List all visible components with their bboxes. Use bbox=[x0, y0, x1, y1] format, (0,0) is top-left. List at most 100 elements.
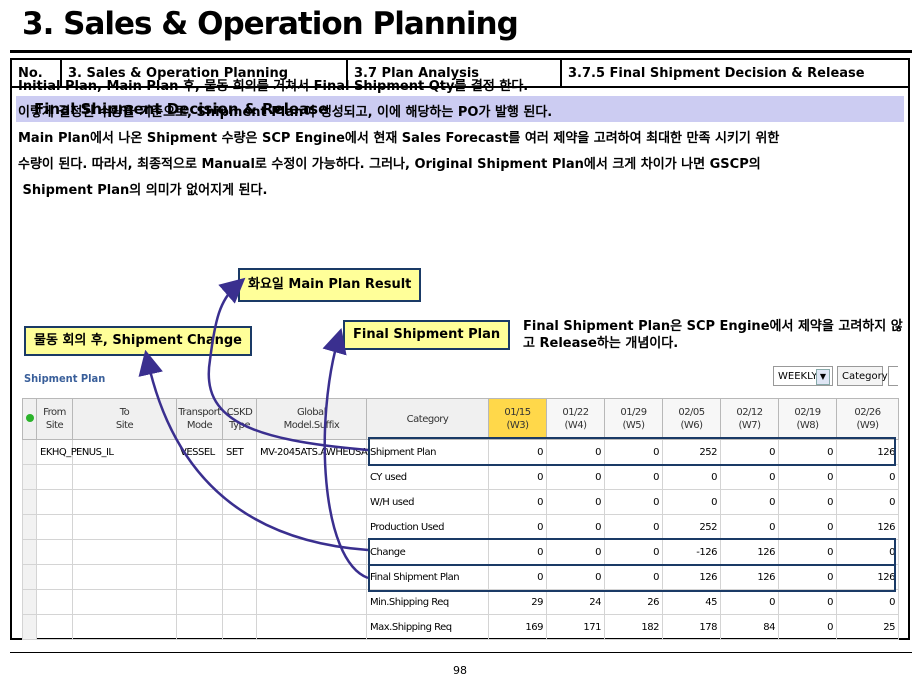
empty-cell bbox=[256, 589, 367, 615]
empty-cell bbox=[72, 514, 177, 540]
empty-cell bbox=[36, 589, 73, 615]
cell-value: 126 bbox=[836, 439, 899, 465]
cell-value: 0 bbox=[836, 489, 899, 515]
header-table: No. 3. Sales & Operation Planning 3.7 Pl… bbox=[12, 60, 908, 88]
cell-value: 0 bbox=[488, 464, 547, 490]
content-frame: No. 3. Sales & Operation Planning 3.7 Pl… bbox=[10, 58, 910, 640]
highlight-shipment-plan-row bbox=[368, 437, 896, 466]
note-text: Final Shipment Plan은 SCP Engine에서 제약을 고려… bbox=[523, 319, 903, 351]
header-chapter: 3. Sales & Operation Planning bbox=[61, 60, 348, 88]
cell-value: 0 bbox=[778, 514, 837, 540]
header-section: 3.7 Plan Analysis bbox=[347, 60, 562, 88]
cell-category: Shipment Plan bbox=[366, 439, 489, 465]
status-column bbox=[22, 398, 37, 440]
col-week[interactable]: 01/15 (W3) bbox=[488, 398, 547, 440]
cell-value: 25 bbox=[836, 614, 899, 640]
weekly-select[interactable]: WEEKLY ▼ bbox=[773, 366, 833, 386]
cell-value: 0 bbox=[546, 489, 605, 515]
cell-value: 0 bbox=[604, 439, 663, 465]
col-week[interactable]: 02/12 (W7) bbox=[720, 398, 779, 440]
cell-value: 0 bbox=[662, 489, 721, 515]
cell-value: 182 bbox=[604, 614, 663, 640]
header-no: No. bbox=[12, 60, 62, 88]
highlight-final-shipment-row bbox=[368, 564, 896, 592]
empty-cell bbox=[176, 564, 223, 590]
col-week[interactable]: 01/22 (W4) bbox=[546, 398, 605, 440]
row-indicator bbox=[22, 614, 37, 640]
cell-value: 0 bbox=[720, 489, 779, 515]
cell-category: CY used bbox=[366, 464, 489, 490]
col-from-site[interactable]: From Site bbox=[36, 398, 73, 440]
col-transport-mode[interactable]: Transport Mode bbox=[176, 398, 223, 440]
cell-value: 45 bbox=[662, 589, 721, 615]
col-week[interactable]: 01/29 (W5) bbox=[604, 398, 663, 440]
empty-cell bbox=[36, 539, 73, 565]
callout-final-shipment-plan: Final Shipment Plan bbox=[343, 320, 511, 350]
empty-cell bbox=[222, 514, 257, 540]
paragraph-line: Shipment Plan의 의미가 없어지게 된다. bbox=[18, 183, 268, 198]
highlight-change-row bbox=[368, 538, 896, 566]
cell-value: 0 bbox=[604, 464, 663, 490]
empty-cell bbox=[222, 564, 257, 590]
empty-cell bbox=[222, 614, 257, 640]
cell-from-site: EKHQ_P bbox=[36, 439, 77, 465]
empty-cell bbox=[72, 489, 177, 515]
cell-category: Max.Shipping Req bbox=[366, 614, 489, 640]
empty-cell bbox=[36, 514, 73, 540]
col-category[interactable]: Category bbox=[366, 398, 489, 440]
empty-cell bbox=[256, 564, 367, 590]
paragraph-line: 수량이 된다. 따라서, 최종적으로 Manual로 수정이 가능하다. 그러나… bbox=[18, 157, 761, 172]
row-indicator bbox=[22, 564, 37, 590]
cell-cskd-type: SET bbox=[222, 439, 257, 465]
empty-cell bbox=[176, 489, 223, 515]
cell-value: 171 bbox=[546, 614, 605, 640]
cell-value: 178 bbox=[662, 614, 721, 640]
empty-cell bbox=[176, 464, 223, 490]
row-indicator bbox=[22, 439, 37, 465]
page-title: 3. Sales & Operation Planning bbox=[22, 6, 519, 42]
section-heading: Final Shipment Decision & Release bbox=[16, 96, 904, 122]
cell-value: 0 bbox=[778, 489, 837, 515]
callout-main-plan-result: 화요일 Main Plan Result bbox=[238, 268, 422, 302]
cell-category: Min.Shipping Req bbox=[366, 589, 489, 615]
cell-value: 126 bbox=[836, 514, 899, 540]
col-global-model[interactable]: Global Model.Suffix bbox=[256, 398, 367, 440]
empty-cell bbox=[256, 464, 367, 490]
row-indicator bbox=[22, 464, 37, 490]
row-indicator bbox=[22, 539, 37, 565]
paragraph-line: 이렇게 결정된 수량을 기준으로, Shipment Plan이 생성되고, 이… bbox=[18, 105, 553, 120]
empty-cell bbox=[36, 464, 73, 490]
empty-cell bbox=[176, 614, 223, 640]
empty-cell bbox=[36, 564, 73, 590]
category-button[interactable]: Category bbox=[837, 366, 888, 386]
cell-value: 84 bbox=[720, 614, 779, 640]
toolbar-overflow bbox=[888, 366, 898, 386]
empty-cell bbox=[72, 539, 177, 565]
col-cskd-type[interactable]: CSKD Type bbox=[222, 398, 257, 440]
col-week[interactable]: 02/19 (W8) bbox=[778, 398, 837, 440]
cell-value: 0 bbox=[720, 464, 779, 490]
empty-cell bbox=[256, 489, 367, 515]
cell-value: 29 bbox=[488, 589, 547, 615]
cell-value: 0 bbox=[546, 539, 605, 565]
empty-cell bbox=[72, 589, 177, 615]
cell-value: 0 bbox=[720, 589, 779, 615]
header-subsection: 3.7.5 Final Shipment Decision & Release bbox=[561, 60, 908, 88]
cell-to-site: ENUS_IL bbox=[72, 439, 177, 465]
empty-cell bbox=[256, 539, 367, 565]
col-week[interactable]: 02/05 (W6) bbox=[662, 398, 721, 440]
shipment-plan-title: Shipment Plan bbox=[24, 372, 106, 385]
col-week[interactable]: 02/26 (W9) bbox=[836, 398, 899, 440]
col-to-site[interactable]: To Site bbox=[72, 398, 177, 440]
empty-cell bbox=[222, 489, 257, 515]
weekly-select-value: WEEKLY bbox=[778, 371, 818, 382]
footer-divider bbox=[10, 652, 912, 653]
cell-value: 0 bbox=[662, 464, 721, 490]
page-number: 98 bbox=[453, 664, 467, 677]
